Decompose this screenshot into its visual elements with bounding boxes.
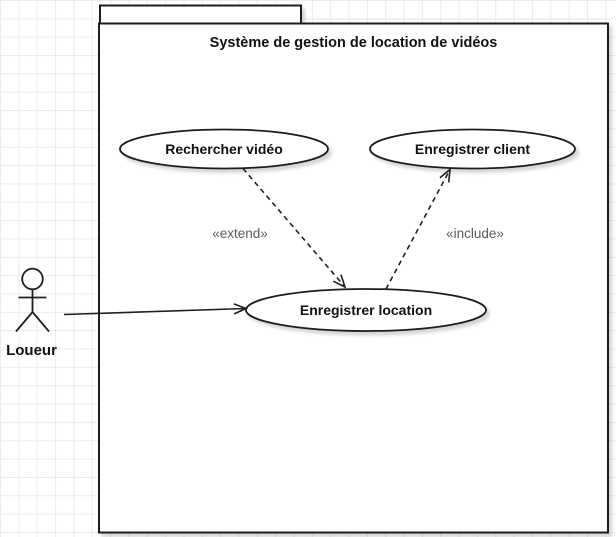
include-arrow[interactable] <box>385 170 450 290</box>
use-case-enregistrer-client[interactable]: Enregistrer client <box>369 128 576 170</box>
system-title: Système de gestion de location de vidéos <box>210 35 498 51</box>
use-case-enregistrer-location[interactable]: Enregistrer location <box>245 288 487 332</box>
actor-association-line[interactable] <box>63 309 246 316</box>
extend-arrow[interactable] <box>242 167 345 288</box>
use-case-rechercher-video[interactable]: Rechercher vidéo <box>119 128 329 170</box>
actor-label: Loueur <box>6 342 57 359</box>
actor-body <box>15 289 50 333</box>
use-case-ellipse[interactable] <box>369 128 576 170</box>
actor-head <box>21 267 44 291</box>
system-boundary-frame[interactable] <box>98 22 609 534</box>
use-case-label: Enregistrer client <box>415 141 530 157</box>
relation-include[interactable]: «include» <box>385 170 504 290</box>
actor-loueur[interactable]: Loueur <box>6 267 57 359</box>
use-case-ellipse[interactable] <box>119 128 329 170</box>
include-label: «include» <box>446 226 504 241</box>
relation-extend[interactable]: «extend» <box>212 167 345 288</box>
use-case-label: Enregistrer location <box>300 302 432 318</box>
system-boundary[interactable]: Système de gestion de location de vidéos <box>98 4 609 534</box>
use-case-label: Rechercher vidéo <box>165 141 283 157</box>
extend-label: «extend» <box>212 226 268 241</box>
system-boundary-tab[interactable] <box>99 4 302 25</box>
